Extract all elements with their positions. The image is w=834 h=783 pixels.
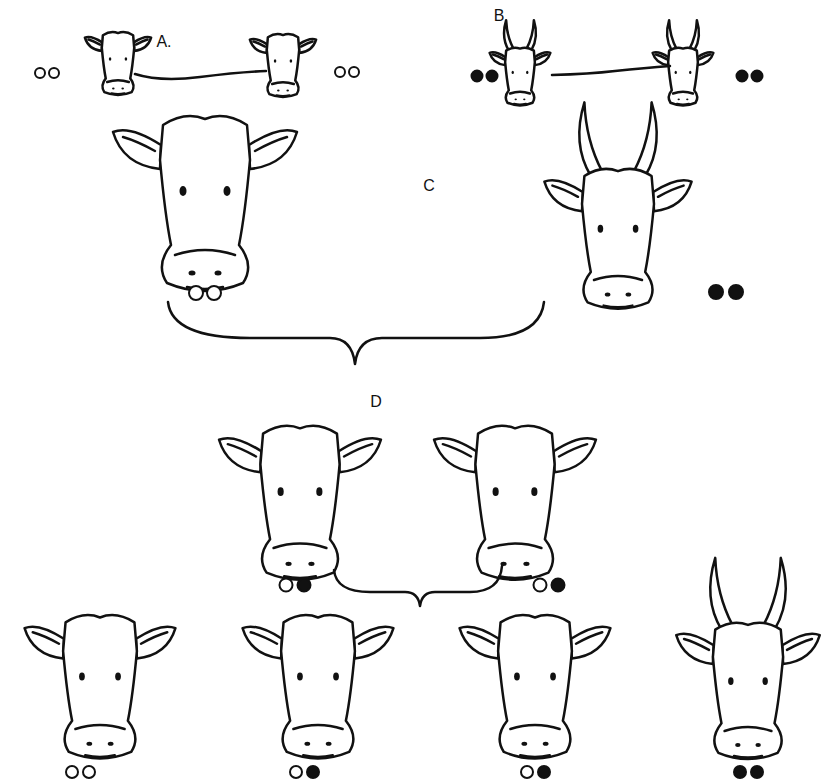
polled-head <box>219 426 381 580</box>
cross-bracket <box>168 302 544 364</box>
panel-letter: A. <box>156 34 171 50</box>
polled-head <box>25 615 176 758</box>
cross-bracket <box>135 71 266 79</box>
cross-bracket <box>334 566 502 606</box>
polled-head <box>460 615 611 758</box>
polled-head <box>243 615 394 758</box>
panel-letter: C <box>423 178 435 194</box>
panel-letter: D <box>370 394 382 410</box>
polled-head <box>113 116 297 291</box>
cross-bracket <box>552 66 670 75</box>
horned-head <box>676 558 820 759</box>
polled-head <box>85 32 151 95</box>
horned-head <box>490 20 551 105</box>
polled-head <box>250 34 316 97</box>
polled-head <box>434 426 596 580</box>
panel-letter: B <box>494 8 505 24</box>
horned-head <box>544 102 691 308</box>
horned-head <box>653 20 714 105</box>
